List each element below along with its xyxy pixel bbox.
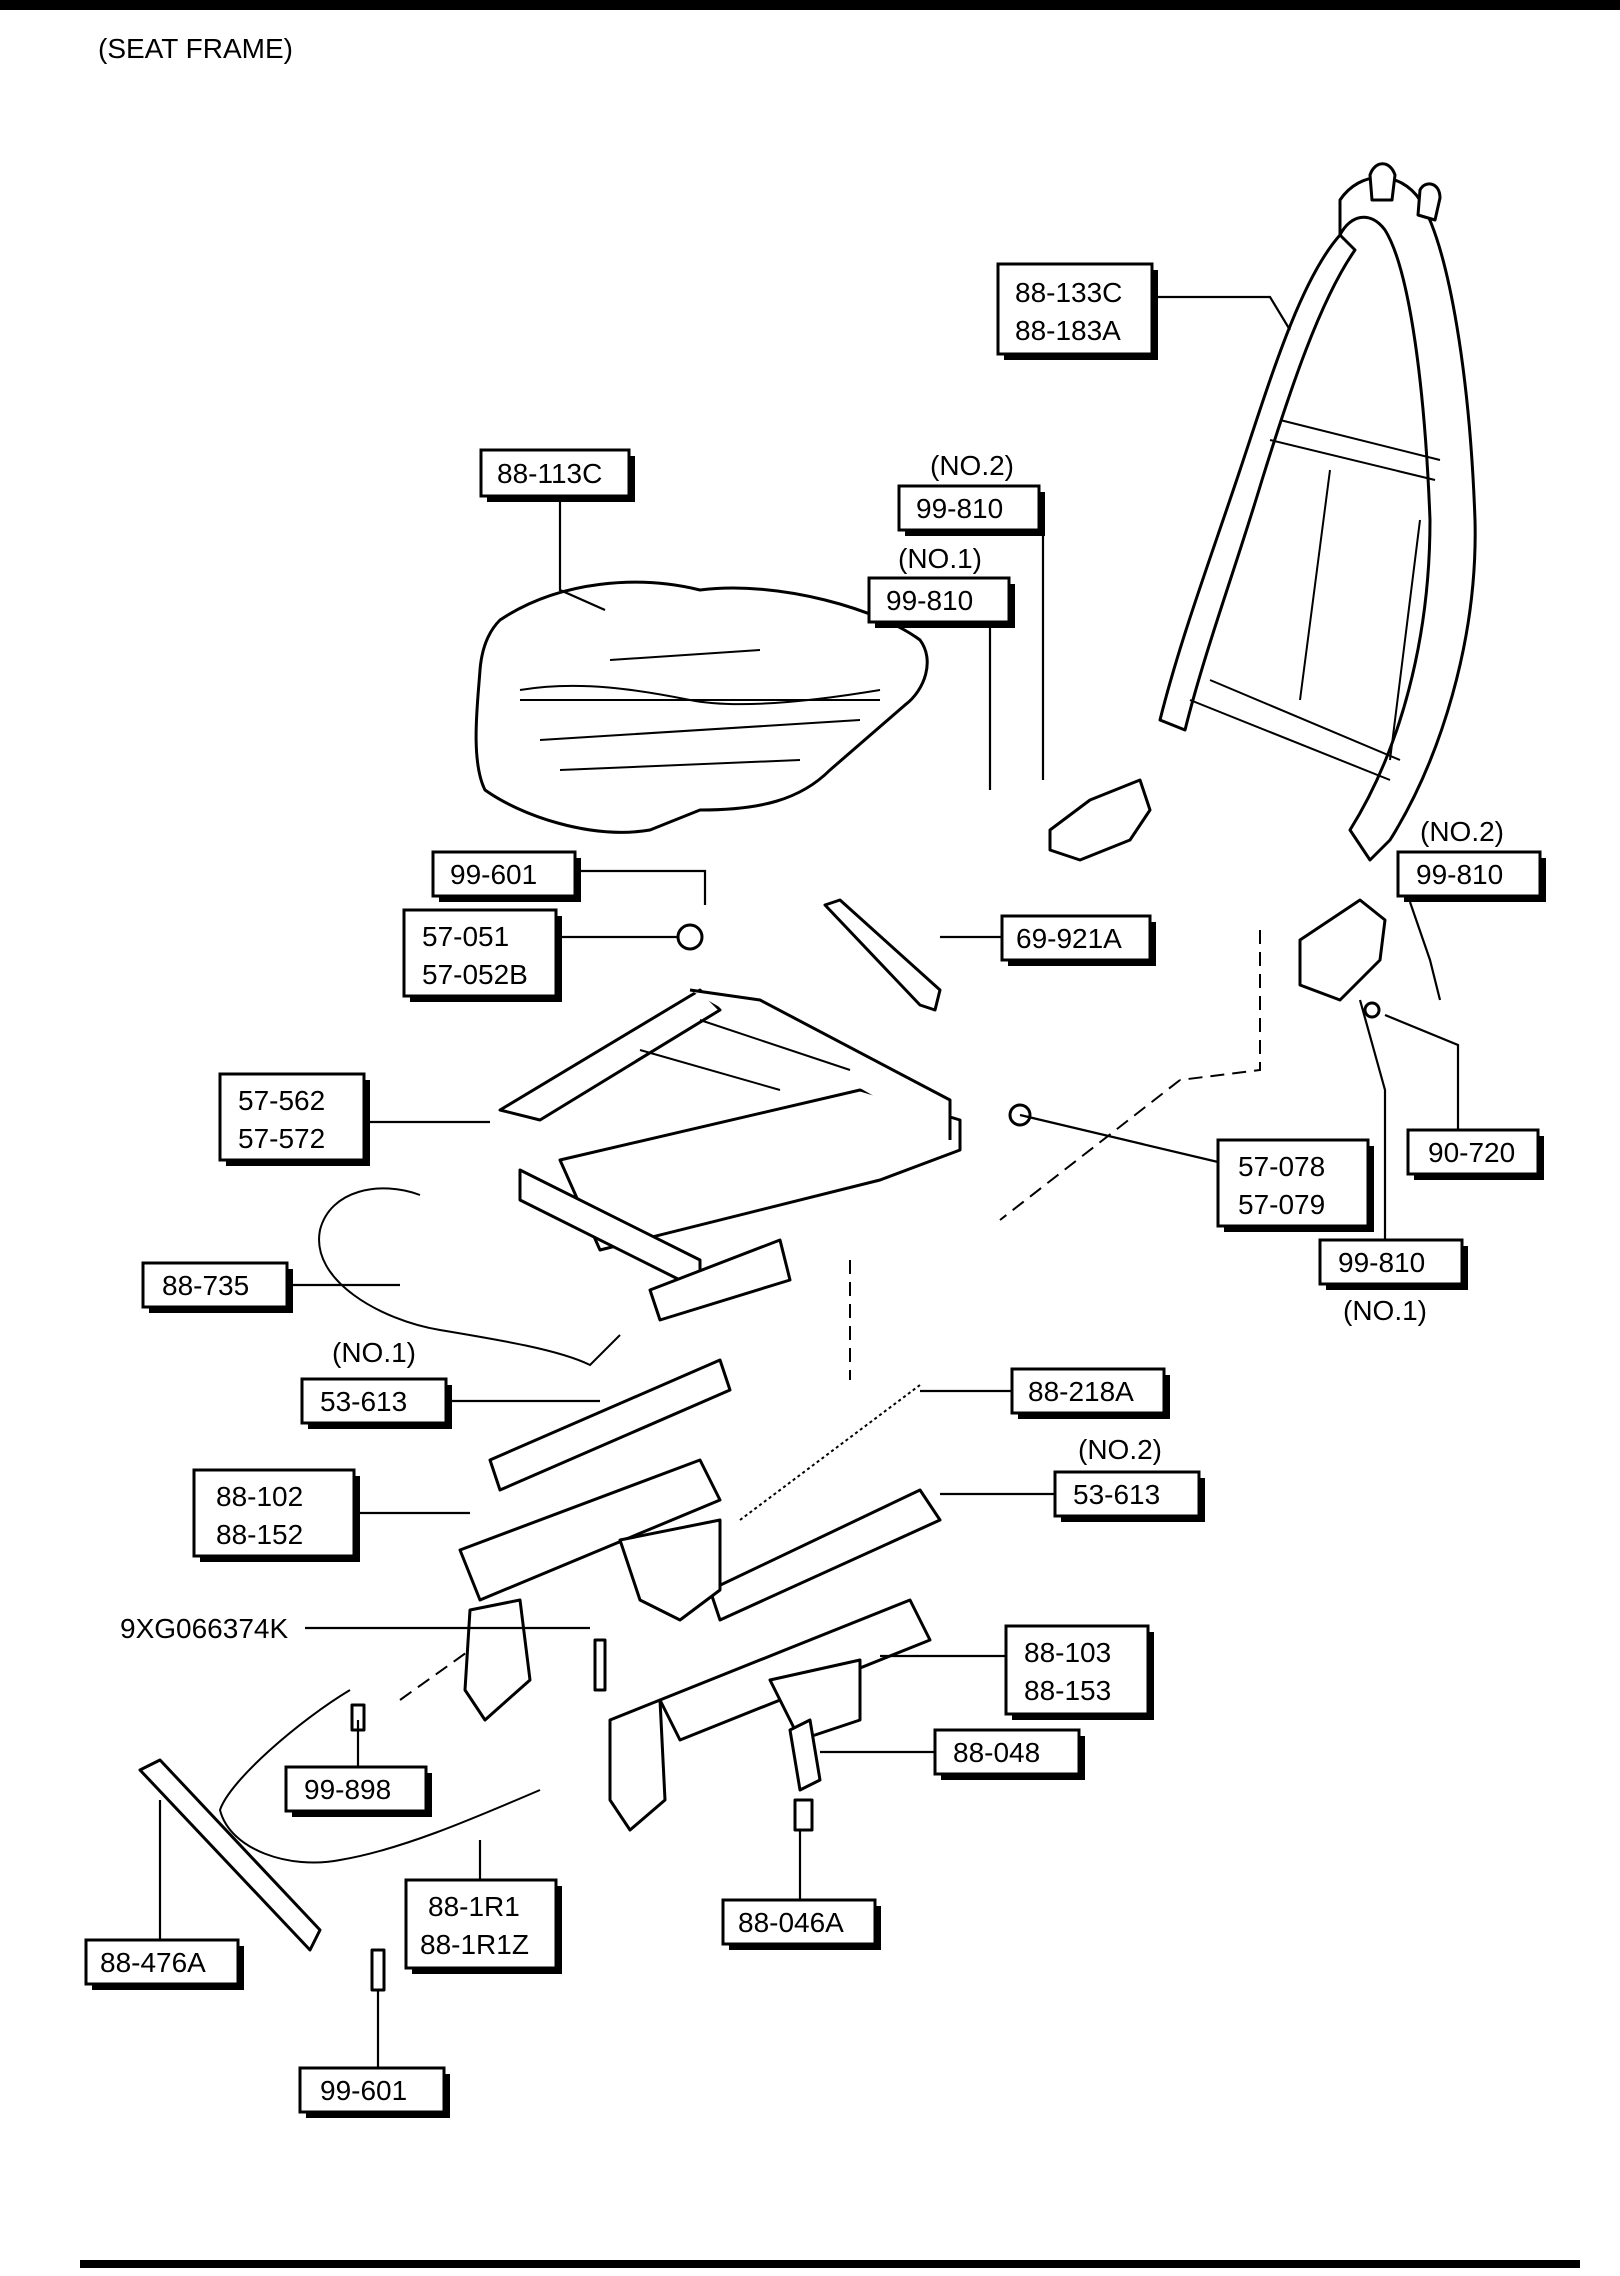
callout-screw-cushion: 99-601 xyxy=(431,850,581,902)
callout-spring: 88-218A xyxy=(1010,1367,1170,1419)
svg-text:88-046A: 88-046A xyxy=(738,1907,844,1938)
svg-text:99-601: 99-601 xyxy=(320,2075,407,2106)
cushion-frame-drawing xyxy=(474,580,929,834)
svg-text:99-810: 99-810 xyxy=(1416,859,1503,890)
callout-adjuster-left: 88-102 88-152 xyxy=(192,1468,360,1562)
svg-text:88-153: 88-153 xyxy=(1024,1675,1111,1706)
svg-text:88-218A: 88-218A xyxy=(1028,1376,1134,1407)
callout-lever-rod: 88-1R1 88-1R1Z xyxy=(404,1878,562,1974)
svg-text:(NO.2): (NO.2) xyxy=(930,450,1014,481)
spring-drawing xyxy=(739,1384,921,1521)
svg-text:90-720: 90-720 xyxy=(1428,1137,1515,1168)
callout-recliner-frame: 57-562 57-572 xyxy=(218,1072,370,1166)
callout-screw-handle: 99-601 xyxy=(298,2066,450,2118)
svg-text:88-133C: 88-133C xyxy=(1015,277,1122,308)
front-bracket-right-drawing xyxy=(608,1698,667,1832)
handle-screw-drawing xyxy=(370,1948,386,1992)
rail-cover-no1-drawing xyxy=(488,1358,732,1492)
svg-text:99-810: 99-810 xyxy=(886,585,973,616)
svg-text:57-051: 57-051 xyxy=(422,921,509,952)
hinge-bracket-upper-drawing xyxy=(1048,778,1152,862)
svg-text:88-476A: 88-476A xyxy=(100,1947,206,1978)
callout-bolt-no2-top: (NO.2) 99-810 xyxy=(897,450,1045,536)
svg-text:88-152: 88-152 xyxy=(216,1519,303,1550)
svg-text:99-810: 99-810 xyxy=(916,493,1003,524)
callout-bolt-no1-right: 99-810 (NO.1) xyxy=(1318,1238,1468,1326)
svg-text:99-810: 99-810 xyxy=(1338,1247,1425,1278)
svg-text:88-1R1: 88-1R1 xyxy=(428,1891,520,1922)
adjuster-left-drawing xyxy=(458,1458,722,1602)
clip-drawing xyxy=(788,1718,822,1792)
bottom-rule xyxy=(80,2260,1580,2268)
callout-cap: 57-078 57-079 xyxy=(1216,1138,1374,1232)
svg-text:88-1R1Z: 88-1R1Z xyxy=(420,1929,529,1960)
callout-clip: 88-048 xyxy=(933,1728,1085,1780)
svg-text:69-921A: 69-921A xyxy=(1016,923,1122,954)
callout-adjuster-right: 88-103 88-153 xyxy=(1004,1624,1154,1720)
callout-cushion-frame: 88-113C xyxy=(479,448,635,502)
svg-text:57-078: 57-078 xyxy=(1238,1151,1325,1182)
leader-lines xyxy=(158,295,1460,2068)
callout-part-number: 9XG066374K xyxy=(120,1613,288,1644)
center-bracket-drawing xyxy=(618,1518,722,1622)
svg-text:88-102: 88-102 xyxy=(216,1481,303,1512)
bolt-drawing xyxy=(593,1638,607,1692)
callout-knob: 57-051 57-052B xyxy=(402,908,562,1002)
front-bracket-left-drawing xyxy=(463,1598,532,1722)
callout-bolt-no2-right: (NO.2) 99-810 xyxy=(1396,816,1546,902)
seatback-frame-drawing xyxy=(1158,162,1477,862)
svg-text:57-079: 57-079 xyxy=(1238,1189,1325,1220)
svg-text:57-562: 57-562 xyxy=(238,1085,325,1116)
svg-text:88-103: 88-103 xyxy=(1024,1637,1111,1668)
bracket-bolt-drawing xyxy=(793,1798,814,1832)
rear-bracket-drawing xyxy=(768,1658,862,1742)
lever-screw-drawing xyxy=(350,1703,366,1732)
nut-drawing xyxy=(1363,1001,1381,1019)
callout-rail-cover-no2: (NO.2) 53-613 xyxy=(1053,1434,1205,1522)
svg-text:53-613: 53-613 xyxy=(1073,1479,1160,1510)
svg-text:(NO.2): (NO.2) xyxy=(1420,816,1504,847)
svg-text:99-601: 99-601 xyxy=(450,859,537,890)
knob-drawing xyxy=(676,923,704,951)
callout-lever-handle: 88-476A xyxy=(84,1938,244,1990)
svg-text:53-613: 53-613 xyxy=(320,1386,407,1417)
svg-text:88-048: 88-048 xyxy=(953,1737,1040,1768)
callout-nut-right: 90-720 xyxy=(1406,1128,1544,1180)
adjuster-right-drawing xyxy=(658,1598,932,1742)
svg-text:88-735: 88-735 xyxy=(162,1270,249,1301)
svg-text:(NO.1): (NO.1) xyxy=(1343,1295,1427,1326)
svg-text:57-052B: 57-052B xyxy=(422,959,528,990)
callout-cable: 88-735 xyxy=(141,1261,293,1313)
lever-handle-drawing xyxy=(138,1758,322,1952)
cable-drawing xyxy=(318,1187,621,1367)
svg-text:(NO.1): (NO.1) xyxy=(898,543,982,574)
lever-cover-drawing xyxy=(823,898,942,1012)
top-rule xyxy=(0,0,1620,10)
svg-text:99-898: 99-898 xyxy=(304,1774,391,1805)
rail-cover-no2-drawing xyxy=(708,1488,942,1622)
recliner-frame-drawing xyxy=(498,988,1032,1322)
callout-rail-cover-no1: (NO.1) 53-613 xyxy=(300,1337,452,1429)
callout-bolt-no1-top: (NO.1) 99-810 xyxy=(867,543,1015,628)
svg-text:(NO.1): (NO.1) xyxy=(332,1337,416,1368)
svg-text:88-113C: 88-113C xyxy=(497,458,602,489)
section-title: (SEAT FRAME) xyxy=(98,33,293,64)
callout-lever-cover: 69-921A xyxy=(1000,914,1156,966)
callout-screw-lever: 99-898 xyxy=(284,1765,432,1817)
phantom-lines xyxy=(399,930,1261,1701)
callout-bracket-bolt: 88-046A xyxy=(721,1898,881,1950)
svg-text:57-572: 57-572 xyxy=(238,1123,325,1154)
lever-rod-drawing xyxy=(218,1689,541,1864)
hinge-bracket-right-drawing xyxy=(1298,898,1387,1002)
callout-backrest-frame: 88-133C 88-183A xyxy=(996,262,1158,360)
svg-text:(NO.2): (NO.2) xyxy=(1078,1434,1162,1465)
svg-text:88-183A: 88-183A xyxy=(1015,315,1121,346)
